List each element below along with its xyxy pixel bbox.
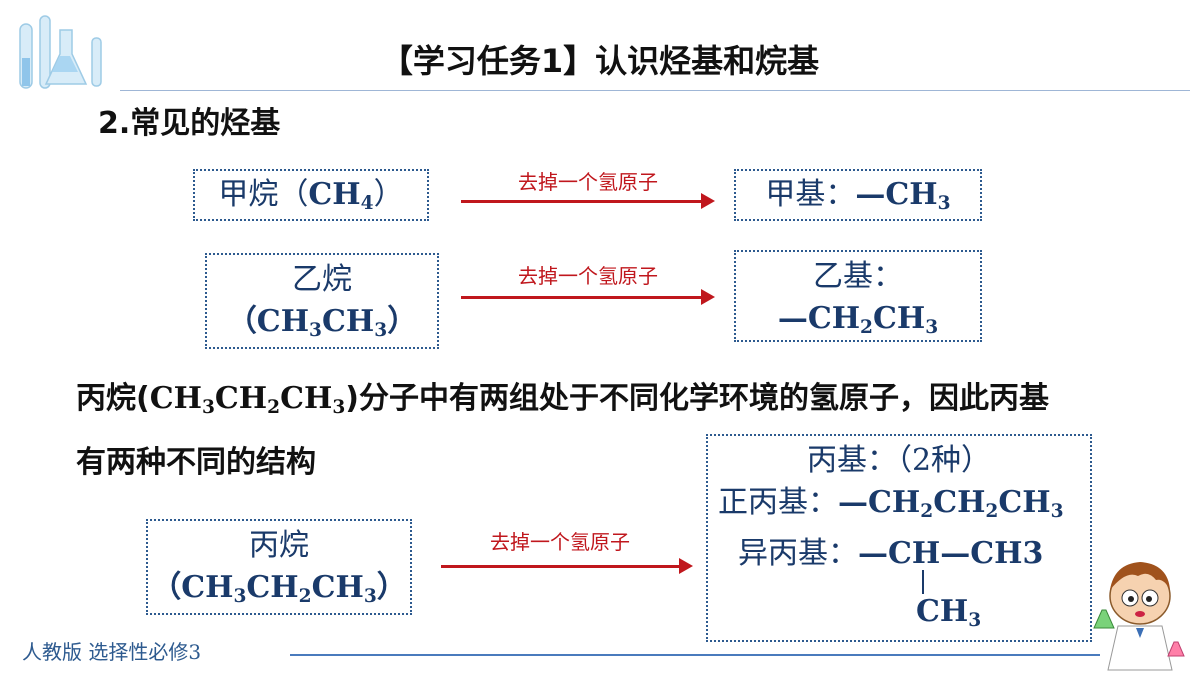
section-heading: 2.常见的烃基 — [98, 106, 281, 141]
methyl-box: 甲基：—CH3 — [734, 169, 982, 221]
ethyl-box: 乙基： —CH2CH3 — [734, 250, 982, 342]
arrow-label-2: 去掉一个氢原子 — [518, 264, 658, 288]
lab-glassware-icon — [19, 15, 102, 89]
propyl-title: 丙基：（2种） — [806, 443, 992, 478]
title-divider — [120, 90, 1190, 91]
isopropyl-line: 异丙基：—CH—CH3 — [708, 533, 1090, 575]
methane-close: ） — [373, 177, 404, 212]
ethane-name: 乙烷 — [292, 262, 352, 297]
propane-formula: （CH3CH2CH3） — [151, 570, 407, 608]
isopropyl-label: 异丙基： — [738, 536, 858, 572]
methyl-formula: —CH3 — [855, 177, 951, 215]
arrow-2 — [461, 289, 715, 305]
methyl-label: 甲基： — [765, 177, 856, 212]
footer-divider — [290, 654, 1100, 656]
propyl-box: 丙基：（2种） 正丙基：—CH2CH2CH3 异丙基：—CH—CH3 CH3 — [706, 434, 1092, 642]
n-propyl-formula: —CH2CH2CH3 — [838, 485, 1064, 523]
ethyl-formula: —CH2CH3 — [777, 301, 939, 339]
arrow-3 — [441, 558, 693, 574]
methane-name: 甲烷（ — [218, 177, 309, 212]
para-formula: CH3CH2CH3 — [149, 381, 346, 419]
para-prefix: 丙烷( — [76, 381, 150, 416]
ethane-formula: （CH3CH3） — [226, 304, 418, 342]
methane-formula: CH4 — [308, 177, 374, 215]
arrow-1 — [461, 193, 715, 209]
ethane-box: 乙烷 （CH3CH3） — [205, 253, 439, 349]
isopropyl-bond — [922, 570, 924, 594]
page-title: 【学习任务1】认识烃基和烷基 — [380, 42, 820, 80]
para-suffix: )分子中有两组处于不同化学环境的氢原子，因此丙基 — [345, 381, 1049, 416]
arrow-label-3: 去掉一个氢原子 — [490, 530, 630, 554]
methane-box: 甲烷（CH4） — [193, 169, 429, 221]
isopropyl-formula: —CH—CH3 — [858, 536, 1044, 572]
scientist-mascot-icon — [1093, 562, 1185, 671]
ethyl-label: 乙基： — [813, 259, 903, 294]
footer-text: 人教版 选择性必修3 — [22, 640, 202, 664]
paragraph-line-1: 丙烷(CH3CH2CH3)分子中有两组处于不同化学环境的氢原子，因此丙基 — [76, 373, 1049, 418]
propane-box: 丙烷 （CH3CH2CH3） — [146, 519, 412, 615]
n-propyl-label: 正丙基： — [718, 485, 838, 520]
propane-name: 丙烷 — [249, 528, 309, 563]
arrow-label-1: 去掉一个氢原子 — [518, 170, 658, 194]
isopropyl-branch: CH3 — [916, 594, 982, 632]
n-propyl-line: 正丙基：—CH2CH2CH3 — [708, 482, 1090, 533]
paragraph-line-2: 有两种不同的结构 — [76, 445, 316, 480]
